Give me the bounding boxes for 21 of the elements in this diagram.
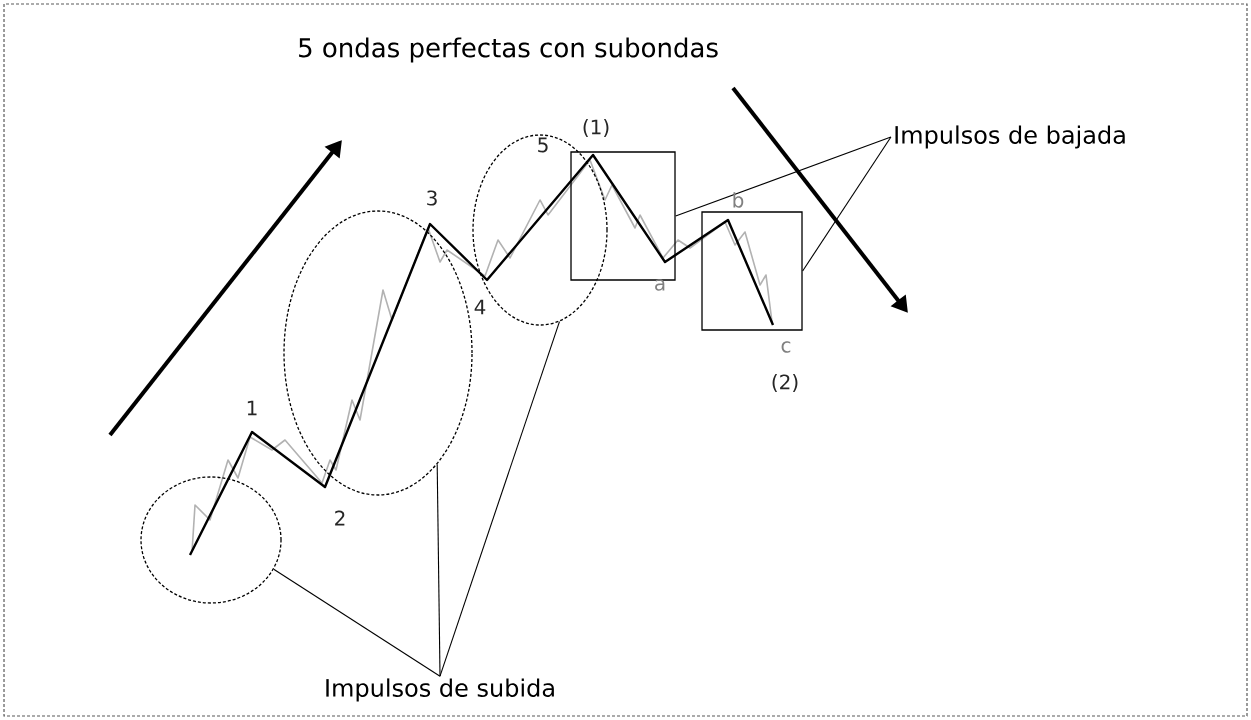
wave-label: b xyxy=(733,192,744,208)
rectangle-box xyxy=(701,211,803,331)
leader-line xyxy=(436,463,441,677)
rectangle-box xyxy=(570,151,676,281)
leader-line xyxy=(802,136,892,272)
leader-line xyxy=(273,568,441,677)
wave-label: (1) xyxy=(583,119,609,137)
leader-line xyxy=(675,136,892,217)
wave-label: 5 xyxy=(538,137,548,153)
wave-label: 4 xyxy=(474,299,486,315)
wave-label: 3 xyxy=(427,190,437,206)
wave-label: 1 xyxy=(247,400,257,416)
ellipse-outline xyxy=(140,476,282,604)
wave-label: (2) xyxy=(772,374,798,392)
title: 5 ondas perfectas con subondas xyxy=(299,37,718,63)
wave-label: a xyxy=(655,279,665,291)
ellipse-outline xyxy=(283,210,473,496)
leader-line xyxy=(439,321,561,677)
wave-label: 2 xyxy=(335,510,345,526)
caption-text: Impulsos de subida xyxy=(326,678,554,702)
caption-text: Impulsos de bajada xyxy=(895,125,1125,149)
